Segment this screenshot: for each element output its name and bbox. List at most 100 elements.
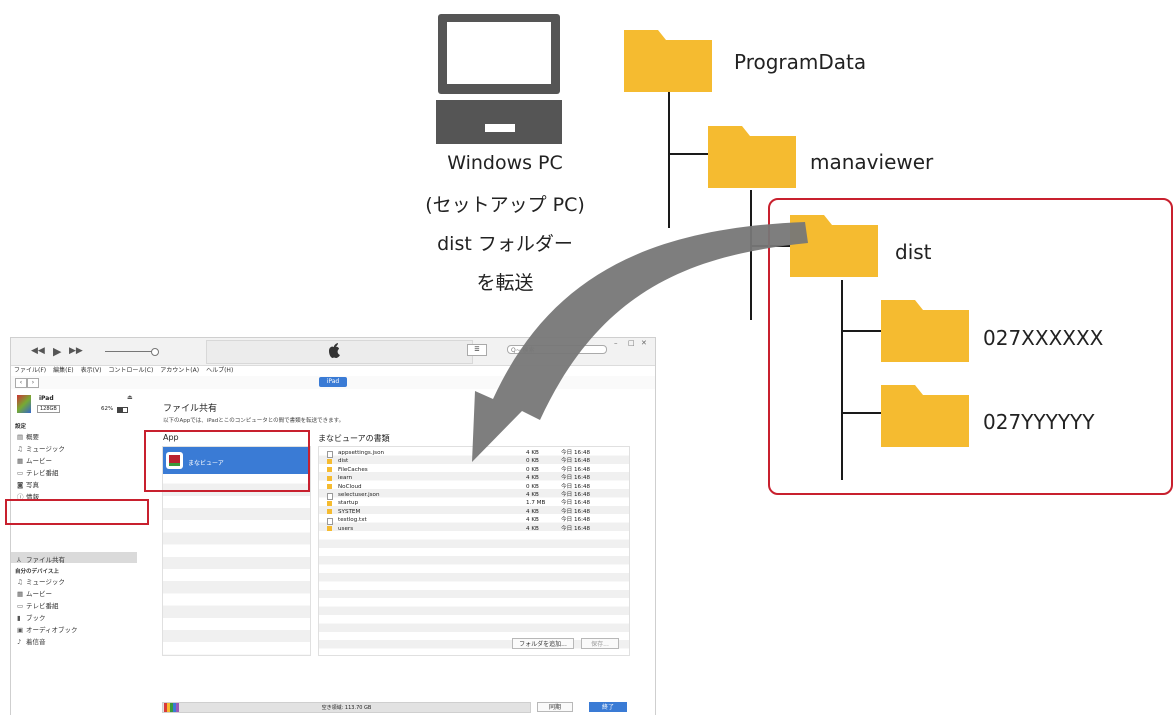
- battery-icon: [117, 407, 128, 413]
- book-icon: ▮: [17, 614, 21, 622]
- forward-button[interactable]: ›: [27, 378, 39, 388]
- volume-knob[interactable]: [151, 348, 159, 356]
- music-icon: ♫: [17, 578, 23, 586]
- list-view-icon[interactable]: ☰: [467, 344, 487, 356]
- sidebar-item-photos[interactable]: ◙写真: [17, 481, 39, 489]
- tree-line-manaviewer-child: [750, 190, 752, 320]
- volume-slider[interactable]: [105, 351, 153, 352]
- back-button[interactable]: ‹: [15, 378, 27, 388]
- maximize-icon[interactable]: □: [628, 339, 635, 347]
- now-playing-area: [206, 340, 473, 364]
- menu-view[interactable]: 表示(V): [80, 367, 102, 374]
- page-description: 以下のAppでは、iPadとこのコンピュータとの間で書類を転送できます。: [163, 418, 345, 424]
- main-pane: ファイル共有 以下のAppでは、iPadとこのコンピュータとの間で書類を転送でき…: [137, 389, 655, 716]
- sidebar-item-device-audiobooks[interactable]: ▣オーディオブック: [17, 626, 78, 634]
- folder-icon: [327, 467, 332, 473]
- menu-help[interactable]: ヘルプ(H): [206, 367, 234, 374]
- file-icon: [327, 450, 333, 458]
- music-icon: ♫: [17, 445, 23, 453]
- app-name: まなビューア: [188, 460, 224, 467]
- folder-label-manaviewer: manaviewer: [810, 150, 934, 174]
- sidebar-item-music[interactable]: ♫ミュージック: [17, 445, 65, 453]
- tv-icon: ▭: [17, 469, 24, 477]
- tree-line-manaviewer: [668, 153, 710, 155]
- folder-icon-sub1: [881, 300, 969, 362]
- app-column-header: App: [163, 433, 179, 442]
- tree-line-sub1: [841, 330, 881, 332]
- itunes-window: ◀◀ ▶ ▶▶ ☰ Q~ 検索 – □ ✕ ファイル(F)編集(E)表示(V)コ…: [10, 337, 656, 716]
- sidebar: iPad ⏏ 128GB 62% 設定 ▤概要 ♫ミュージック ▦ムービー ▭テ…: [11, 389, 138, 716]
- save-button[interactable]: 保存...: [581, 638, 619, 649]
- storage-bar: 空き領域: 113.70 GB: [162, 702, 531, 713]
- sidebar-item-device-ringtones[interactable]: ♪着信音: [17, 638, 46, 646]
- file-sharing-highlight-box: [5, 499, 149, 525]
- sidebar-item-device-movies[interactable]: ▦ムービー: [17, 590, 52, 598]
- folder-icon-programdata: [624, 30, 712, 92]
- folder-label-sub1: 027XXXXXX: [983, 326, 1104, 350]
- menu-bar: ファイル(F) 編集(E) 表示(V) コントロール(C) アカウント(A) ヘルプ(H): [11, 365, 655, 375]
- menu-control[interactable]: コントロール(C): [108, 367, 154, 374]
- sidebar-item-device-music[interactable]: ♫ミュージック: [17, 578, 65, 586]
- folder-icon: [327, 500, 332, 506]
- pc-label-line3: dist フォルダー: [437, 233, 573, 255]
- menu-file[interactable]: ファイル(F): [14, 367, 47, 374]
- sync-button[interactable]: 同期: [537, 702, 573, 712]
- page-title: ファイル共有: [163, 404, 218, 414]
- done-button[interactable]: 終了: [589, 702, 627, 712]
- fast-forward-icon[interactable]: ▶▶: [69, 346, 83, 356]
- sidebar-item-tv[interactable]: ▭テレビ番組: [17, 469, 59, 477]
- movie-icon: ▦: [17, 457, 24, 465]
- tree-line-dist-child: [841, 280, 843, 480]
- tree-line-sub2: [841, 412, 881, 414]
- play-icon[interactable]: ▶: [53, 345, 62, 358]
- apple-logo-icon: [329, 343, 340, 358]
- menu-account[interactable]: アカウント(A): [160, 367, 200, 374]
- app-highlight-box: [144, 430, 310, 492]
- storage-text: 空き領域: 113.70 GB: [321, 705, 372, 711]
- movie-icon: ▦: [17, 590, 24, 598]
- rewind-icon[interactable]: ◀◀: [31, 346, 45, 356]
- folder-icon-sub2: [881, 385, 969, 447]
- sidebar-selected-highlight: [11, 552, 137, 563]
- folder-icon-dist: [790, 215, 878, 277]
- dist-highlight-box: [768, 198, 1173, 495]
- app-list-item-selected[interactable]: まなビューア: [163, 447, 309, 474]
- sidebar-item-device-tv[interactable]: ▭テレビ番組: [17, 602, 59, 610]
- pc-label-line4: を転送: [476, 272, 534, 294]
- file-sharing-icon: ⅄: [17, 556, 21, 564]
- close-icon[interactable]: ✕: [641, 339, 647, 347]
- laptop-icon: [436, 14, 562, 144]
- sidebar-item-summary[interactable]: ▤概要: [17, 433, 39, 441]
- sidebar-item-file-sharing[interactable]: ⅄ファイル共有: [17, 556, 65, 564]
- app-icon: [166, 452, 183, 469]
- ringtone-icon: ♪: [17, 638, 22, 646]
- device-button[interactable]: iPad: [319, 377, 347, 387]
- folder-icon: [327, 458, 332, 464]
- folder-label-sub2: 027YYYYYY: [983, 410, 1095, 434]
- sidebar-item-device-books[interactable]: ▮ブック: [17, 614, 46, 622]
- sidebar-item-movies[interactable]: ▦ムービー: [17, 457, 52, 465]
- ipad-thumbnail-icon: [17, 395, 31, 413]
- photo-icon: ◙: [17, 481, 24, 489]
- folder-icon: [327, 475, 332, 481]
- menu-edit[interactable]: 編集(E): [53, 367, 74, 374]
- info-icon: ⓘ: [17, 493, 24, 501]
- eject-icon[interactable]: ⏏: [127, 394, 133, 401]
- add-folder-button[interactable]: フォルダを追加...: [512, 638, 574, 649]
- app-list: [162, 446, 311, 656]
- minimize-icon[interactable]: –: [614, 339, 618, 347]
- folder-icon-manaviewer: [708, 126, 796, 188]
